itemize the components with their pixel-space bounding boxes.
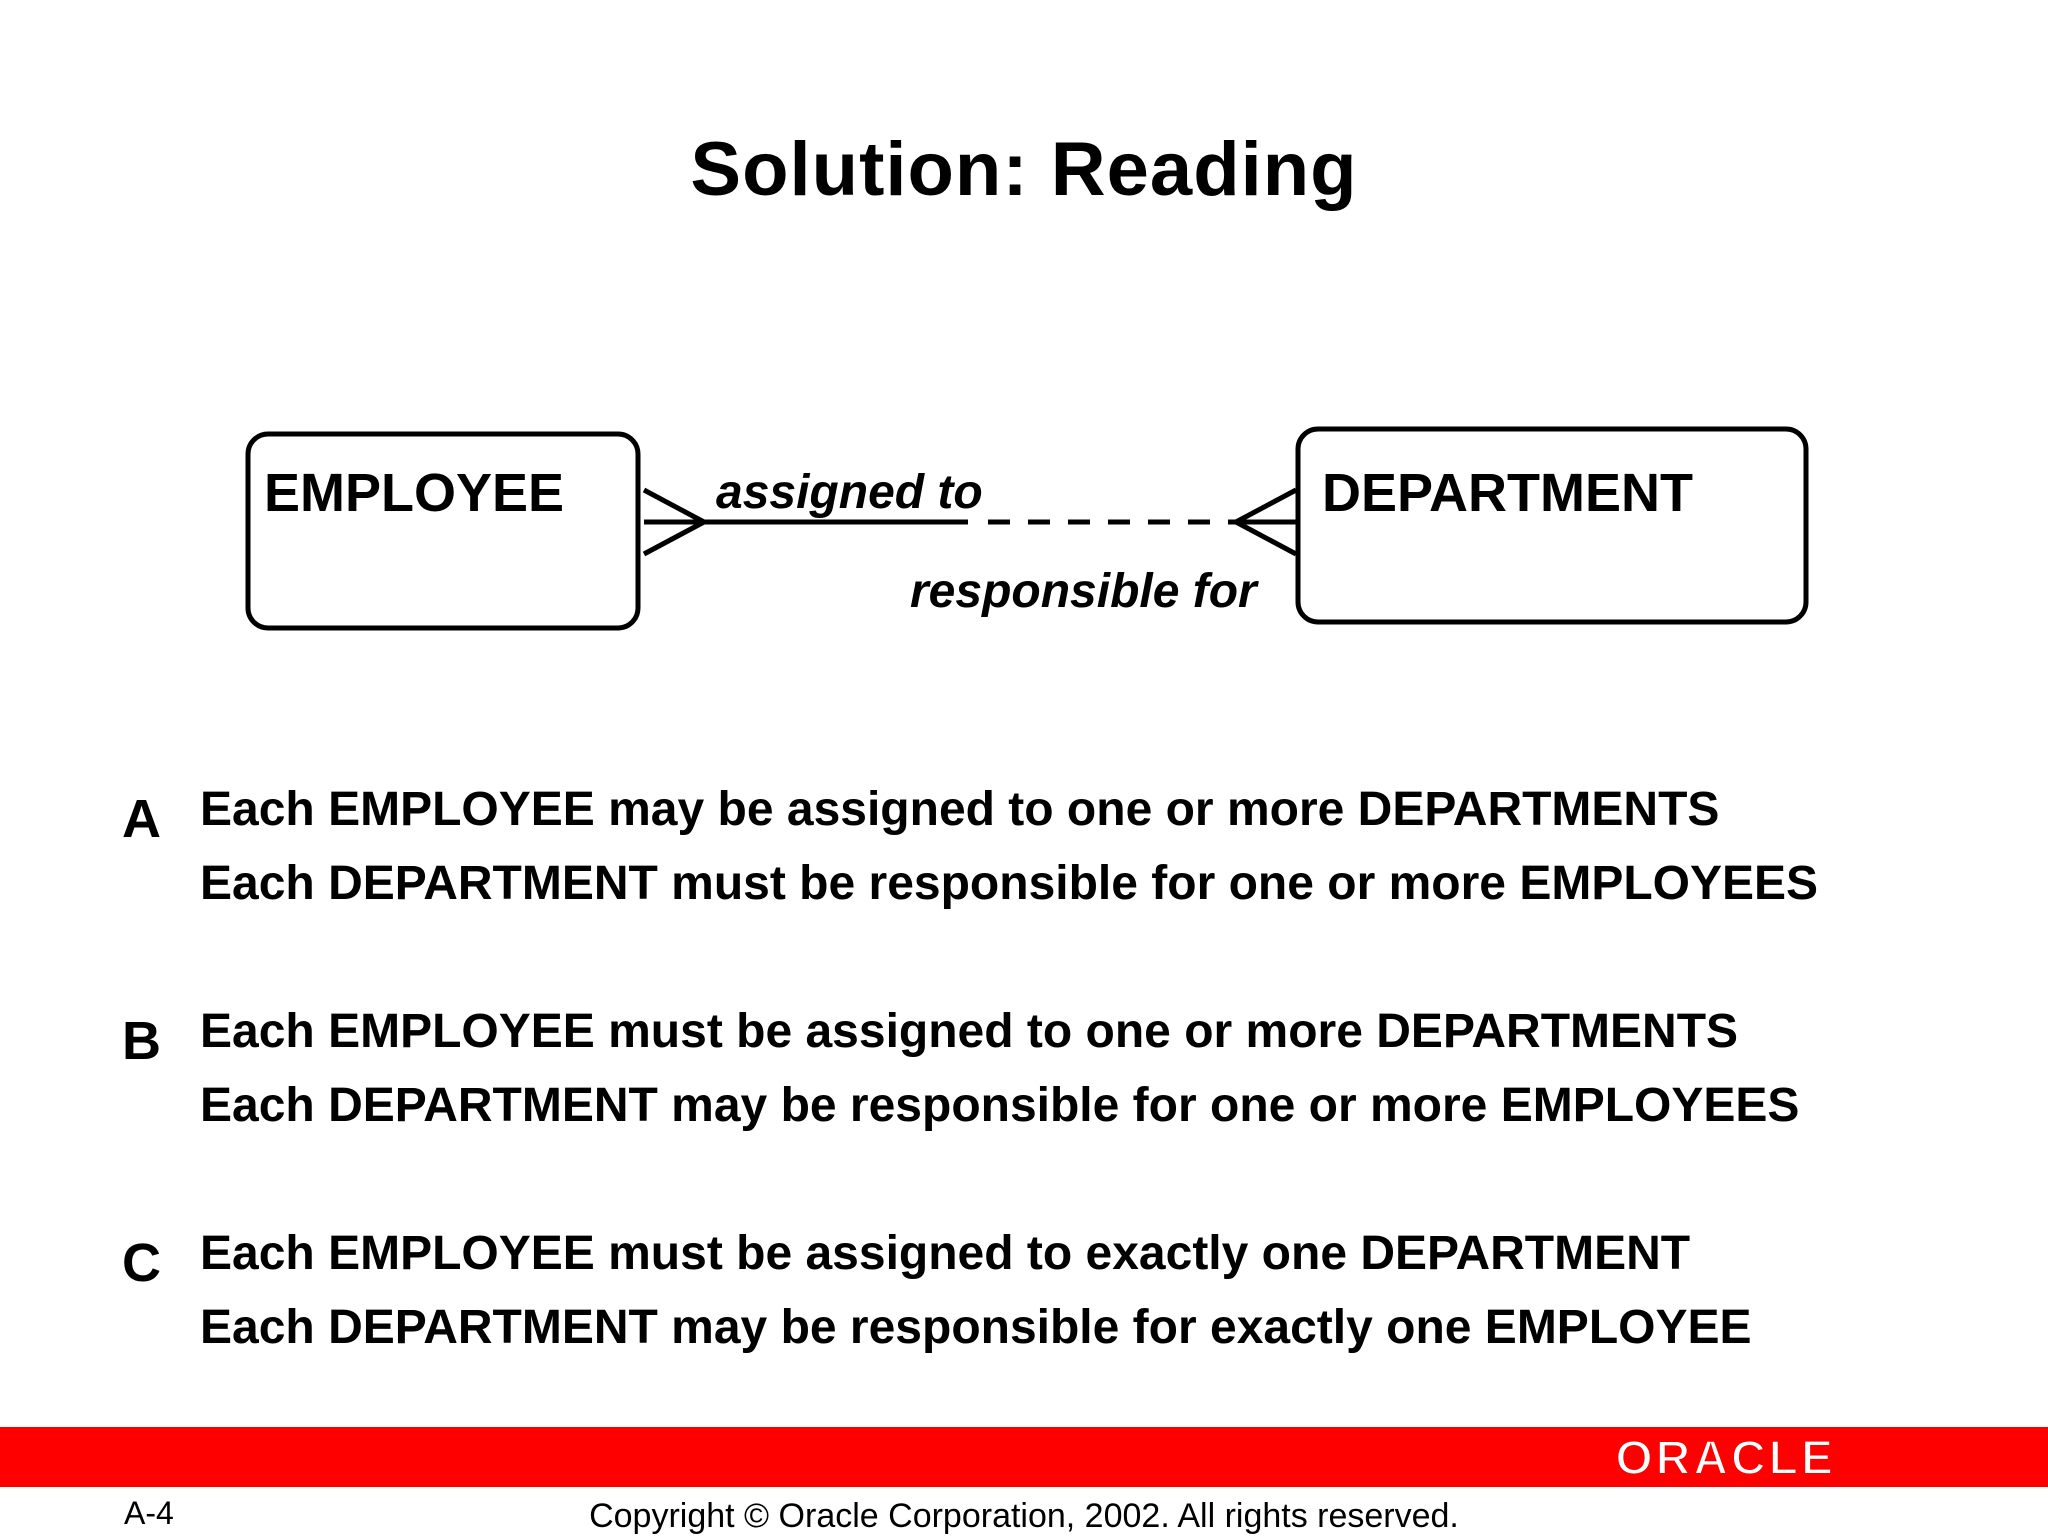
option-statement: Each DEPARTMENT may be responsible for e… xyxy=(200,1301,1752,1354)
relationship-line xyxy=(642,487,1298,557)
crows-foot-employee-upper xyxy=(642,487,706,525)
page-number: A-4 xyxy=(124,1495,174,1531)
crows-foot-department-upper xyxy=(1234,487,1298,525)
entity-department-name: DEPARTMENT xyxy=(1322,463,1693,523)
option-statement: Each DEPARTMENT must be responsible for … xyxy=(200,857,1819,910)
option-letter: A xyxy=(122,789,161,849)
relationship-label-assigned-to: assigned to xyxy=(716,466,983,519)
option-statement: Each EMPLOYEE must be assigned to one or… xyxy=(200,1005,1739,1058)
option-letter: C xyxy=(122,1233,161,1293)
relationship-label-responsible-for: responsible for xyxy=(910,565,1259,618)
option-statement: Each EMPLOYEE may be assigned to one or … xyxy=(200,783,1720,836)
entity-department: DEPARTMENT xyxy=(1295,426,1809,625)
oracle-logo: ORACLE xyxy=(1614,1431,1836,1486)
crows-foot-department-lower xyxy=(1234,519,1298,557)
option-statement: Each DEPARTMENT may be responsible for o… xyxy=(200,1079,1800,1132)
footer-band xyxy=(0,1427,2048,1487)
entity-employee: EMPLOYEE xyxy=(245,431,641,631)
entity-employee-box xyxy=(245,431,641,631)
entity-employee-name: EMPLOYEE xyxy=(264,463,564,523)
entity-department-box xyxy=(1295,426,1809,625)
option-letter: B xyxy=(122,1011,161,1071)
copyright-notice: Copyright © Oracle Corporation, 2002. Al… xyxy=(589,1497,1459,1535)
option-statement: Each EMPLOYEE must be assigned to exactl… xyxy=(200,1227,1691,1280)
slide-title: Solution: Reading xyxy=(690,127,1358,212)
crows-foot-employee-lower xyxy=(642,519,706,557)
